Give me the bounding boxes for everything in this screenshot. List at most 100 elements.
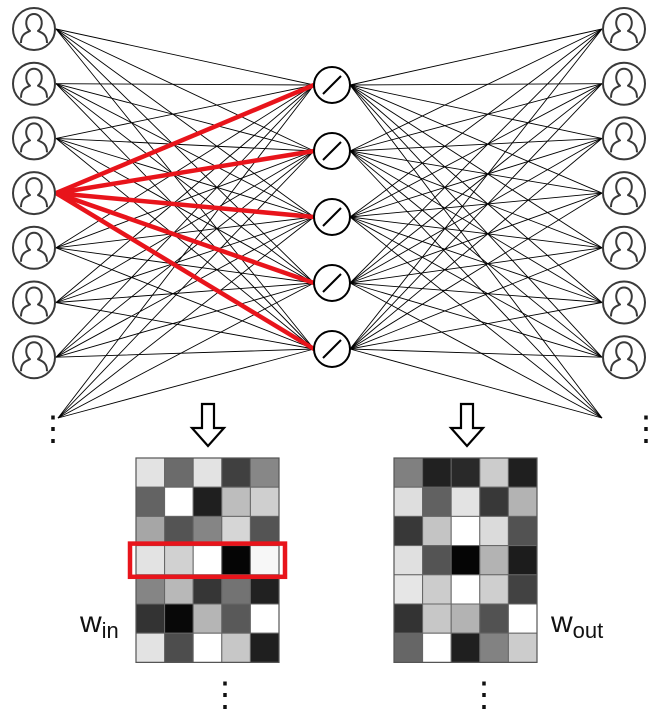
matrix-cell (221, 632, 251, 663)
matrix-cell (479, 574, 509, 605)
output-edge (349, 150, 603, 358)
matrix-cell (192, 632, 223, 663)
output-edge (349, 138, 603, 350)
output-node-user-icon (602, 225, 646, 270)
input-edge (55, 216, 315, 303)
output-edge (349, 150, 603, 419)
highlighted-input-edge (53, 148, 317, 196)
matrix-cell (450, 457, 481, 488)
input-edge (57, 216, 315, 419)
matrix-cell (479, 603, 509, 634)
matrix-cell (192, 574, 223, 605)
matrix-cell (393, 457, 424, 488)
matrix-cell (135, 545, 166, 576)
output-edge (349, 138, 603, 284)
output-edge (349, 84, 603, 139)
output-edge (349, 28, 603, 284)
w-out-matrix (393, 457, 538, 663)
output-node-user-icon (602, 7, 646, 51)
output-edge (349, 83, 603, 86)
matrix-cell (249, 632, 280, 663)
matrix-cell (192, 603, 223, 634)
input-node-user-icon (12, 171, 56, 216)
input-edge (55, 216, 315, 358)
node-layer (12, 7, 646, 380)
w-out-ellipsis: ⋮ (467, 676, 501, 714)
output-edge (349, 348, 603, 419)
matrix-cell (393, 545, 424, 576)
output-edge (349, 247, 603, 350)
matrix-cell (221, 457, 251, 488)
w-in-ellipsis: ⋮ (208, 676, 242, 714)
hidden-node-linear-activation-icon (313, 198, 351, 236)
matrix-cell (164, 545, 194, 576)
matrix-cell (192, 457, 223, 488)
matrix-cell (450, 545, 481, 576)
hidden-node-linear-activation-icon (313, 264, 351, 302)
matrix-cell (249, 486, 280, 517)
output-edge (349, 216, 603, 249)
matrix-cell (249, 545, 280, 576)
matrix-cell (422, 545, 452, 576)
w-out-label-sub: out (572, 618, 604, 643)
input-edge (55, 83, 315, 86)
output-edge (349, 150, 603, 249)
input-node-user-icon (12, 280, 56, 325)
matrix-cell (507, 515, 538, 547)
hidden-node-linear-activation-icon (313, 66, 351, 104)
matrix-cell (249, 574, 280, 605)
matrix-cell (393, 486, 424, 517)
matrix-cell (507, 545, 538, 576)
matrix-cell (164, 574, 194, 605)
matrix-cell (507, 457, 538, 488)
output-edge (349, 282, 603, 419)
input-edge (55, 137, 315, 152)
input-edge (55, 83, 315, 218)
matrix-cell (164, 603, 194, 634)
output-edge (349, 348, 603, 358)
matrix-cell (422, 603, 452, 634)
matrix-cell (422, 457, 452, 488)
highlighted-row-frame (127, 541, 288, 580)
output-ellipsis: ⋮ (629, 410, 658, 448)
input-edge (55, 150, 315, 303)
input-edge (55, 83, 315, 152)
matrix-cell (422, 486, 452, 517)
input-edge (57, 282, 315, 419)
matrix-cell (135, 457, 166, 488)
output-node-user-icon (602, 280, 646, 325)
output-edge (349, 28, 603, 86)
input-edge (55, 282, 315, 303)
matrix-cell (393, 632, 424, 663)
matrix-cell (422, 515, 452, 547)
matrix-cell (135, 486, 166, 517)
input-edge (55, 150, 315, 358)
w-out-label-base: w (551, 606, 573, 639)
output-edge (349, 302, 603, 350)
output-edge (349, 84, 603, 194)
input-edge (55, 28, 315, 86)
input-edge (55, 302, 315, 350)
matrix-cell (450, 486, 481, 517)
matrix-cell (450, 574, 481, 605)
input-edge (55, 83, 315, 284)
output-node-user-icon (602, 335, 646, 380)
matrix-cell (393, 574, 424, 605)
matrix-cell (507, 574, 538, 605)
w-in-label: win (80, 608, 119, 646)
matrix-cell (507, 486, 538, 517)
input-edge (55, 150, 315, 249)
output-edge (349, 28, 603, 152)
matrix-cell (221, 574, 251, 605)
input-edge (55, 28, 315, 152)
matrix-cell (164, 486, 194, 517)
matrix-cell (192, 545, 223, 576)
matrix-cell (192, 486, 223, 517)
matrix-cell (479, 457, 509, 488)
matrix-cell (164, 632, 194, 663)
output-edge (349, 84, 603, 249)
matrix-border (135, 457, 280, 663)
output-edge (349, 216, 603, 303)
output-edge (349, 192, 603, 284)
matrix-cell (135, 603, 166, 634)
